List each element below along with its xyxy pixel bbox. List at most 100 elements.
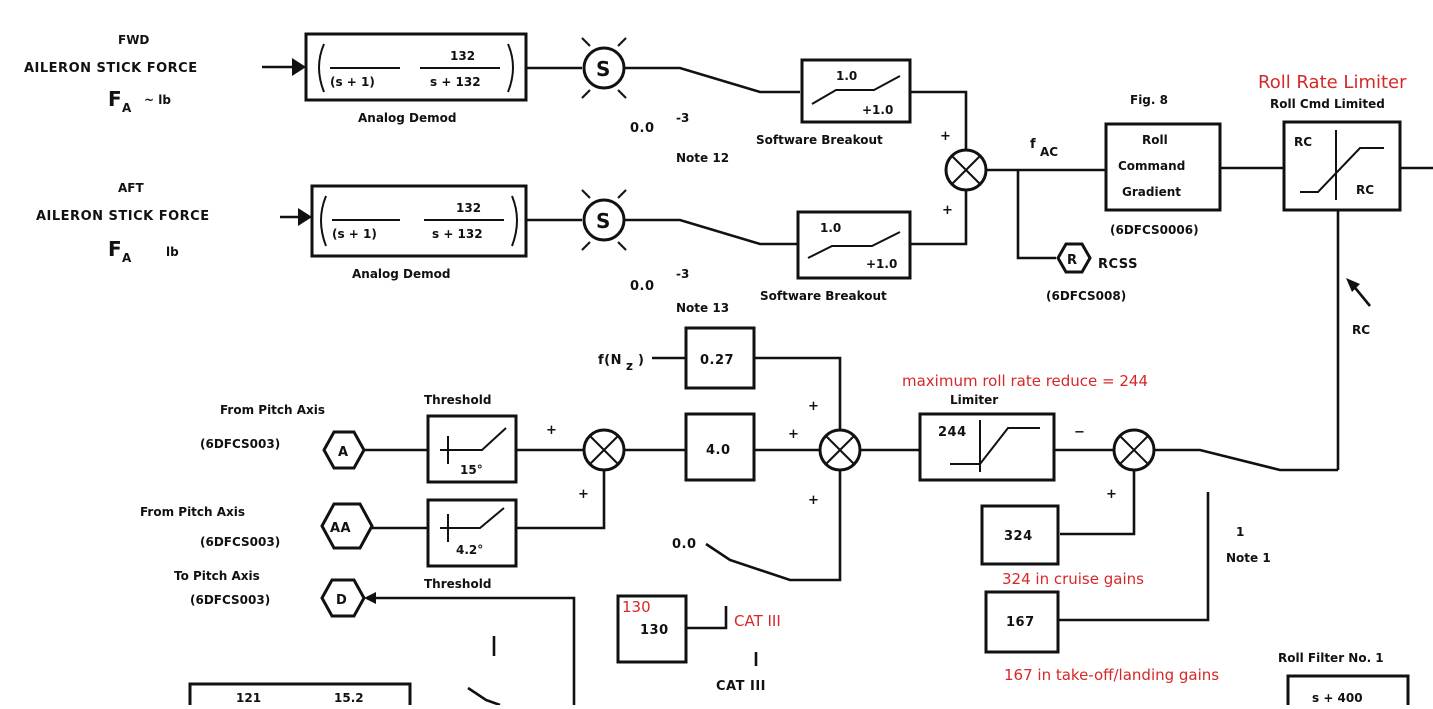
switch-wire-lower — [1154, 448, 1338, 472]
to-pitch: To Pitch Axis — [174, 569, 260, 583]
wire — [1016, 170, 1056, 260]
roll-command-gradient: Fig. 8 Roll Command Gradient (6DFCS0006) — [1104, 93, 1284, 237]
gain-324-label: 324 — [1004, 529, 1033, 544]
rc-label: RC — [1352, 323, 1370, 337]
cmd-ref: (6DFCS0006) — [1110, 223, 1199, 237]
switch-bot-note: Note 13 — [676, 301, 729, 315]
from-pitch-a: From Pitch Axis — [220, 403, 325, 417]
plus-sign: + — [578, 487, 589, 502]
to-pitch-ref: (6DFCS003) — [190, 593, 270, 607]
limiter-244-box — [918, 412, 1056, 482]
aft-symbol-sub: A — [122, 251, 132, 265]
demod-top-num: (s + 1) — [330, 75, 375, 89]
threshold-curve — [440, 427, 507, 451]
bottom-box-b: 15.2 — [334, 691, 364, 705]
demod-bot-den2: s + 132 — [432, 227, 483, 241]
annotation-takeoff: 167 in take-off/landing gains — [1004, 666, 1219, 684]
f-sub: z — [626, 359, 633, 373]
annotations: Roll Rate Limiter maximum roll rate redu… — [622, 72, 1407, 684]
breakout-top: 1.0 +1.0 Software Breakout + — [756, 58, 968, 150]
rcss-output: R RCSS (6DFCS008) — [1046, 242, 1138, 303]
plus-sign: + — [940, 129, 951, 144]
bottom-box-a: 121 — [236, 691, 261, 705]
gain-130-box — [616, 594, 688, 664]
breakout-bot-upper: 1.0 — [820, 221, 841, 235]
fwd-label: FWD — [118, 33, 149, 47]
gain-130: 130 CAT III — [616, 594, 766, 694]
from-pitch-a-ref: (6DFCS003) — [200, 437, 280, 451]
roll-rate-limiter: Roll Cmd Limited RC RC RC — [1270, 97, 1433, 470]
gain-167: 167 1 Note 1 — [984, 492, 1271, 654]
aa-hexagon — [320, 502, 374, 550]
fwd-unit: ~ lb — [144, 93, 171, 107]
aft-symbol: F — [108, 237, 122, 261]
limiter-subtitle: Roll Cmd Limited — [1270, 97, 1385, 111]
f-end: ) — [638, 353, 644, 368]
r-label: R — [1067, 253, 1078, 268]
analog-demod-bottom: (s + 1) 132 s + 132 Analog Demod — [310, 184, 582, 281]
spark-line — [581, 189, 591, 199]
roll-filter-val: s + 400 — [1312, 691, 1363, 705]
s-switch-top: S 0.0 -3 Note 12 — [581, 37, 800, 165]
roll-command-box — [1104, 122, 1222, 212]
breakout-bottom: 1.0 +1.0 Software Breakout + — [760, 190, 968, 303]
minus-sign: − — [1074, 425, 1085, 440]
zero-value: 0.0 — [672, 537, 697, 552]
plus-sign: + — [808, 493, 819, 508]
bottom-partial: 121 15.2 Roll Filter No. 1 s + 400 — [188, 636, 1410, 709]
annotation-cruise: 324 in cruise gains — [1002, 570, 1144, 588]
fig-label: Fig. 8 — [1130, 93, 1168, 107]
breakout-bot-lower: +1.0 — [866, 257, 897, 271]
sum-cross — [589, 435, 619, 465]
s-switch-bottom: S 0.0 -3 Note 13 — [581, 189, 800, 315]
switch-wire-top — [624, 66, 800, 94]
a-label: A — [338, 445, 349, 460]
threshold-a-value: 15° — [460, 463, 483, 477]
fwd-symbol-sub: A — [122, 101, 132, 115]
aa-label: AA — [330, 521, 351, 536]
gain-40-box — [684, 412, 756, 482]
sum-cross — [951, 155, 981, 185]
gain-324-box — [980, 504, 1060, 566]
demod-top-num2: 132 — [450, 49, 475, 63]
pitch-aa-input: From Pitch Axis (6DFCS003) AA 4.2° Thres… — [140, 470, 606, 591]
sum-cross — [1119, 435, 1149, 465]
r-name: RCSS — [1098, 257, 1138, 272]
demod-bot-label: Analog Demod — [352, 267, 451, 281]
spark-line — [617, 89, 627, 99]
pitch-d-output: To Pitch Axis (6DFCS003) D — [174, 569, 576, 705]
note-1: Note 1 — [1226, 551, 1271, 565]
paren-icon — [320, 195, 327, 247]
fwd-arrow-icon — [292, 58, 306, 76]
wire — [910, 190, 968, 246]
wire — [372, 596, 576, 705]
plus-sign: + — [546, 423, 557, 438]
sum-cross — [825, 435, 855, 465]
cmd-line2: Command — [1118, 159, 1185, 173]
threshold-aa-title: Threshold — [424, 577, 491, 591]
switch-top-note: Note 12 — [676, 151, 729, 165]
aft-input-group: AFT AILERON STICK FORCE F A lb — [36, 181, 312, 265]
wire — [467, 686, 501, 707]
spark-line — [581, 37, 591, 47]
limiter-244: Limiter 244 − — [918, 393, 1116, 482]
breakout-bot-label: Software Breakout — [760, 289, 887, 303]
r-hexagon — [1056, 242, 1092, 274]
switch-bot-value: 0.0 — [630, 279, 655, 294]
rc-arrow-head-icon — [1346, 278, 1360, 292]
demod-top-label: Analog Demod — [358, 111, 457, 125]
spark-line — [617, 37, 627, 47]
switch-bot-exp: -3 — [676, 267, 689, 281]
switch-wire-bottom — [624, 218, 800, 246]
breakout-top-label: Software Breakout — [756, 133, 883, 147]
pitch-a-input: From Pitch Axis (6DFCS003) A Threshold 1… — [200, 393, 584, 484]
demod-bot-num: (s + 1) — [332, 227, 377, 241]
plus-sign: + — [942, 203, 953, 218]
wire — [1060, 470, 1136, 536]
summing-junction-main: f AC — [944, 137, 1106, 260]
threshold-aa-value: 4.2° — [456, 543, 483, 557]
summing-junction-lower-1: 4.0 + — [582, 412, 820, 482]
gain-027: 0.27 — [700, 353, 734, 368]
wire — [705, 470, 842, 582]
spark-line — [581, 241, 591, 251]
